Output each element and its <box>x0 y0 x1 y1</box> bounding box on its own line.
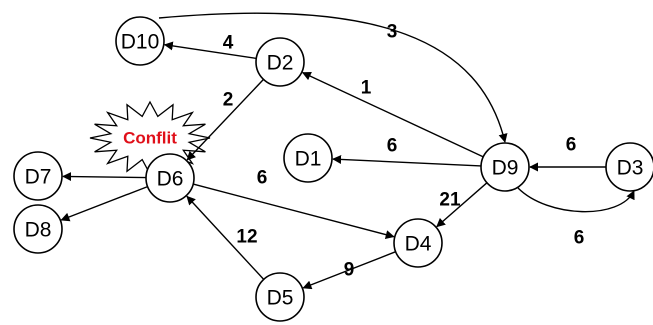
edge-weight-d2-d6: 2 <box>223 90 234 111</box>
node-circle <box>255 37 305 87</box>
node-circle <box>283 133 333 183</box>
node-d6: D6 <box>145 153 195 203</box>
node-label: D9 <box>492 157 519 180</box>
node-circle <box>480 142 530 192</box>
edge-d5-to-d6 <box>186 195 265 280</box>
edge-d4-to-d5 <box>302 251 396 290</box>
edge-d2-to-d6 <box>186 78 265 161</box>
edge-weight-d4-d5: 9 <box>344 260 355 281</box>
node-label: D3 <box>617 157 644 180</box>
node-d10: D10 <box>115 16 165 66</box>
edge-d6-to-d7 <box>62 172 147 182</box>
edge-d9-to-d1 <box>332 154 482 167</box>
node-d2: D2 <box>255 37 305 87</box>
edge-d2-to-d10 <box>163 41 257 60</box>
edge-d9-to-d3 <box>517 187 635 213</box>
node-d5: D5 <box>255 272 305 322</box>
node-label: D7 <box>25 166 52 189</box>
edge-weight-d9-d2: 1 <box>361 78 372 99</box>
node-circle <box>13 204 63 254</box>
node-d3: D3 <box>605 142 653 192</box>
edge-weight-d9-d1: 6 <box>387 136 398 157</box>
node-label: D2 <box>267 52 294 75</box>
node-d7: D7 <box>13 151 63 201</box>
edge-d9-to-d2 <box>301 71 484 158</box>
node-label: D6 <box>157 168 184 191</box>
node-d9: D9 <box>480 142 530 192</box>
edge-weight-d2-d10: 4 <box>223 33 234 54</box>
conflict-label: Conflit <box>123 129 177 148</box>
edge-d6-to-d8 <box>60 185 148 222</box>
node-circle <box>393 218 443 268</box>
node-d1: D1 <box>283 133 333 183</box>
edge-d6-to-d4 <box>193 183 395 239</box>
node-d8: D8 <box>13 204 63 254</box>
node-circle <box>605 142 653 192</box>
edge-weight-d6-d4: 6 <box>257 168 268 189</box>
node-label: D8 <box>25 219 52 242</box>
node-d4: D4 <box>393 218 443 268</box>
edge-d9-to-d4 <box>436 182 488 228</box>
edge-weight-d9-d4: 21 <box>439 190 461 211</box>
edge-weight-d10-d9: 3 <box>387 22 398 43</box>
node-circle <box>255 272 305 322</box>
node-label: D4 <box>405 233 432 256</box>
node-circle <box>13 151 63 201</box>
node-label: D1 <box>295 148 322 171</box>
conflict-burst: Conflit <box>89 100 211 176</box>
edge-weight-d5-d6: 12 <box>236 227 257 248</box>
node-circle <box>145 153 195 203</box>
node-circle <box>115 16 165 66</box>
edge-weight-d9-d3: 6 <box>574 228 585 249</box>
node-label: D5 <box>267 287 294 310</box>
edge-weight-d3-d9: 6 <box>566 135 577 156</box>
node-label: D10 <box>121 31 160 54</box>
edge-d10-to-d9 <box>158 12 508 143</box>
